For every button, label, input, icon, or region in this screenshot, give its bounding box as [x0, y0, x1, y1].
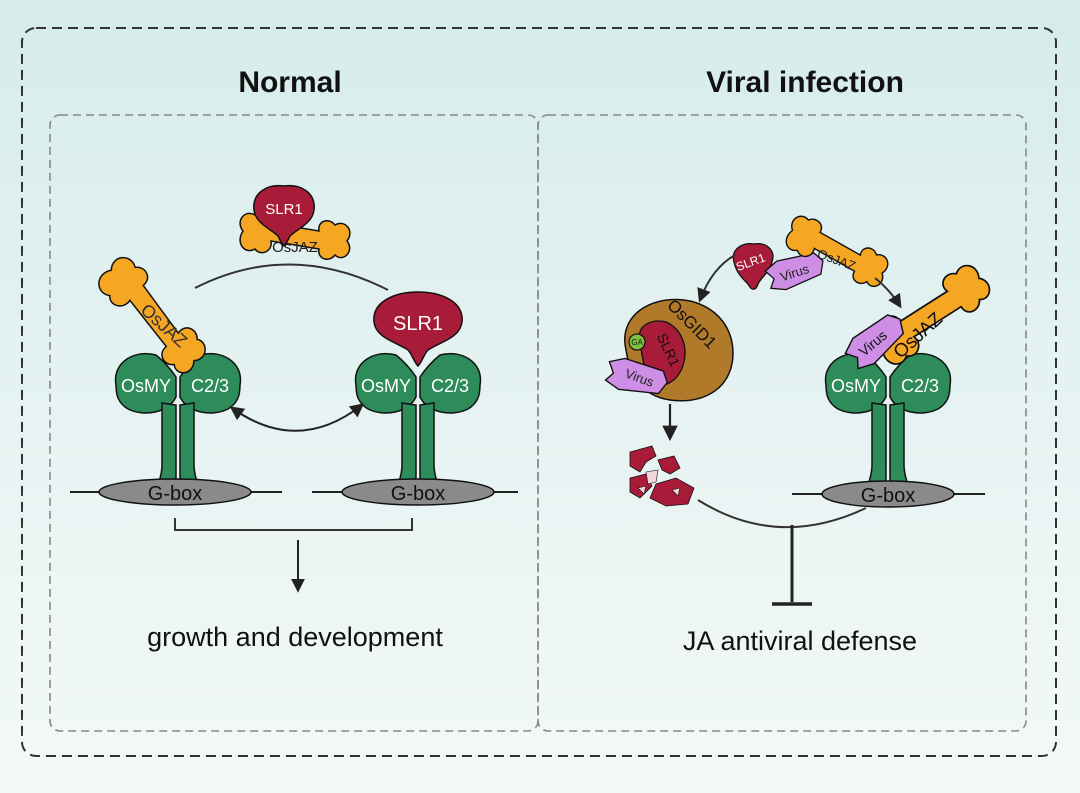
infection-title: Viral infection: [706, 66, 904, 99]
osjaz-free-label: OsJAZ: [272, 239, 318, 256]
viral-complex-top: SLR1 Virus OsJAZ: [732, 211, 895, 295]
normal-bracket: [174, 518, 413, 531]
left-osmyc-osjaz-state: OsJAZ OsMY C2/3: [98, 256, 242, 498]
outer-frame: [21, 27, 1057, 757]
ga-label: GA: [631, 338, 643, 347]
slr1-free: [253, 184, 315, 248]
normal-outcome-label: growth and development: [147, 622, 443, 652]
exchange-arrow: [229, 403, 365, 432]
infection-outcome-label: JA antiviral defense: [683, 626, 917, 656]
slr1-free-label: SLR1: [265, 201, 303, 218]
degraded-slr1-fragments: [629, 445, 695, 507]
normal-top-arc: [194, 263, 389, 291]
normal-title: Normal: [238, 66, 341, 99]
slr1-bound-normal-label: SLR1: [393, 313, 443, 335]
gbox-right-label: G-box: [391, 483, 445, 505]
osmyc-right-label-a: OsMY: [361, 376, 411, 396]
free-slr1-osjaz-complex: OsJAZ SLR1: [239, 184, 351, 261]
ga-molecule: [628, 333, 646, 351]
osmyc-virus-osjaz-state: OsJAZ Virus OsMY C2/3: [824, 250, 997, 498]
infection-panel-frame: [537, 114, 1027, 732]
slr1-top-viral: [732, 243, 774, 290]
viral-arc-left: [697, 254, 736, 303]
gbox-infection: [821, 480, 955, 508]
gbox-left: [98, 478, 252, 506]
gbox-infection-label: G-box: [861, 485, 915, 507]
osgid1-complex: OsGID1 SLR1 GA Virus: [603, 296, 734, 402]
inhibition-curve: [697, 499, 867, 529]
osmyc-infection-label-a: OsMY: [831, 376, 881, 396]
osmyc-left-label-a: OsMY: [121, 376, 171, 396]
osmyc-left-label-b: C2/3: [191, 376, 229, 396]
osjaz-bound-left: [98, 256, 206, 374]
gbox-left-label: G-box: [148, 483, 202, 505]
right-osmyc-slr1-state: SLR1 OsMY C2/3: [354, 291, 482, 498]
osmyc-right-label-b: C2/3: [431, 376, 469, 396]
viral-arc-right: [874, 277, 902, 309]
gbox-right: [341, 478, 495, 506]
osmyc-infection-label-b: C2/3: [901, 376, 939, 396]
